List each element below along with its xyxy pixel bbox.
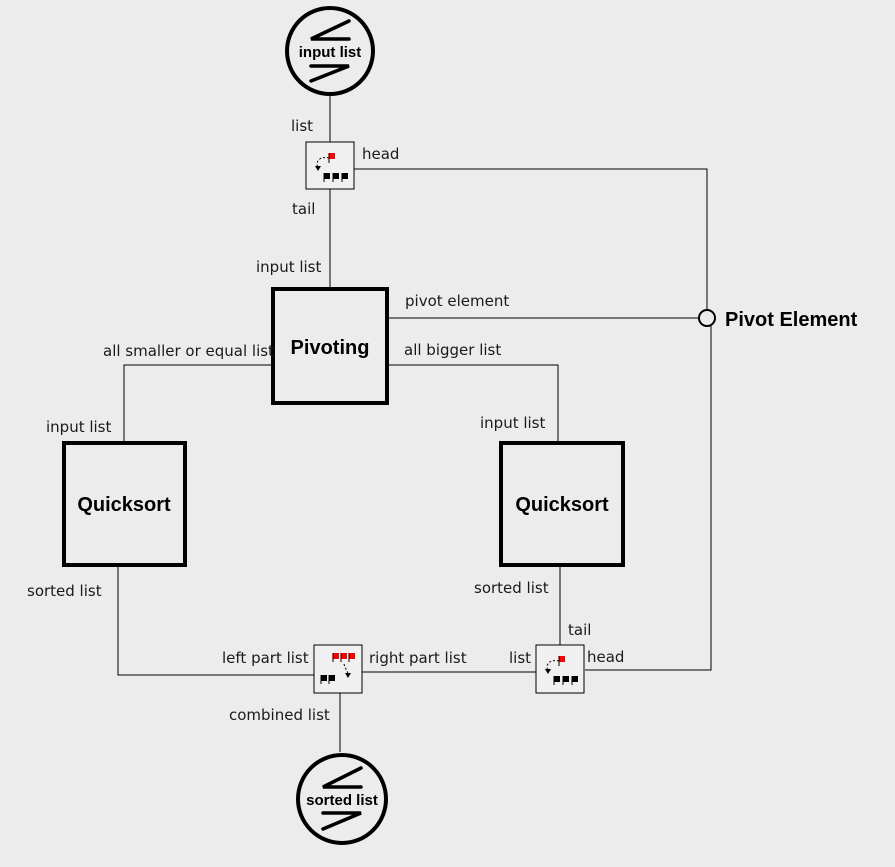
concat-node[interactable]: [313, 644, 363, 694]
port-label-concat-right: right part list: [369, 649, 467, 667]
output-terminal[interactable]: sorted list: [296, 753, 388, 845]
wires: [117, 95, 712, 752]
pivoting-node[interactable]: Pivoting: [271, 287, 389, 405]
quicksort-left-node[interactable]: Quicksort: [62, 441, 187, 567]
quicksort-right-node[interactable]: Quicksort: [499, 441, 625, 567]
output-terminal-label: sorted list: [306, 792, 378, 809]
split-node-top[interactable]: [305, 141, 355, 190]
port-label-smaller-list: all smaller or equal list: [103, 342, 274, 360]
bidirectional-arrows-icon: [309, 19, 351, 83]
list-head-tail-icon: [315, 153, 348, 182]
quicksort-left-box: [62, 441, 187, 567]
input-terminal-label: input list: [299, 44, 362, 61]
quicksort-right-title: Quicksort: [515, 494, 609, 516]
port-label-split-bottom-list: list: [509, 649, 531, 667]
port-label-pivot-element: pivot element: [405, 292, 509, 310]
pivot-element-label: Pivot Element: [725, 309, 858, 331]
split-node-bottom-box: [535, 644, 585, 694]
pivoting-box: [271, 287, 389, 405]
port-label-split-top-head: head: [362, 145, 399, 163]
port-label-qs-left-input: input list: [46, 418, 112, 436]
quicksort-right-box: [499, 441, 625, 567]
output-terminal-circle: [296, 753, 388, 845]
split-node-top-box: [305, 141, 355, 190]
concat-node-box: [313, 644, 363, 694]
input-terminal[interactable]: input list: [285, 6, 375, 96]
port-label-qs-right-input: input list: [480, 414, 546, 432]
port-label-pivoting-input: input list: [256, 258, 322, 276]
port-label-bigger-list: all bigger list: [404, 341, 501, 359]
port-label-qs-left-sorted: sorted list: [27, 582, 102, 600]
wire-bigger-to-qs-right: [387, 364, 559, 443]
wire-pivot-to-split-head: [585, 326, 712, 671]
quicksort-left-title: Quicksort: [77, 494, 171, 516]
pivot-element-circle: [698, 309, 716, 327]
port-label-concat-combined: combined list: [229, 706, 330, 724]
list-head-tail-icon: [545, 656, 578, 685]
port-label-split-bottom-head: head: [587, 648, 624, 666]
port-label-split-top-list: list: [291, 117, 313, 135]
split-node-bottom[interactable]: [535, 644, 585, 694]
input-terminal-circle: [285, 6, 375, 96]
pivoting-title: Pivoting: [291, 337, 370, 359]
wire-head-to-pivot: [354, 168, 708, 311]
port-label-concat-left: left part list: [222, 649, 309, 667]
bidirectional-arrows-icon: [321, 766, 363, 831]
port-labels: list head tail input list pivot element …: [27, 117, 624, 724]
wire-smaller-to-qs-left: [123, 364, 273, 443]
list-concat-icon: [320, 653, 355, 684]
port-label-split-bottom-tail: tail: [568, 621, 591, 639]
port-label-split-top-tail: tail: [292, 200, 315, 218]
port-label-qs-right-sorted: sorted list: [474, 579, 549, 597]
wire-qs-left-to-concat: [117, 567, 314, 676]
pivot-element-node[interactable]: Pivot Element: [698, 309, 858, 331]
